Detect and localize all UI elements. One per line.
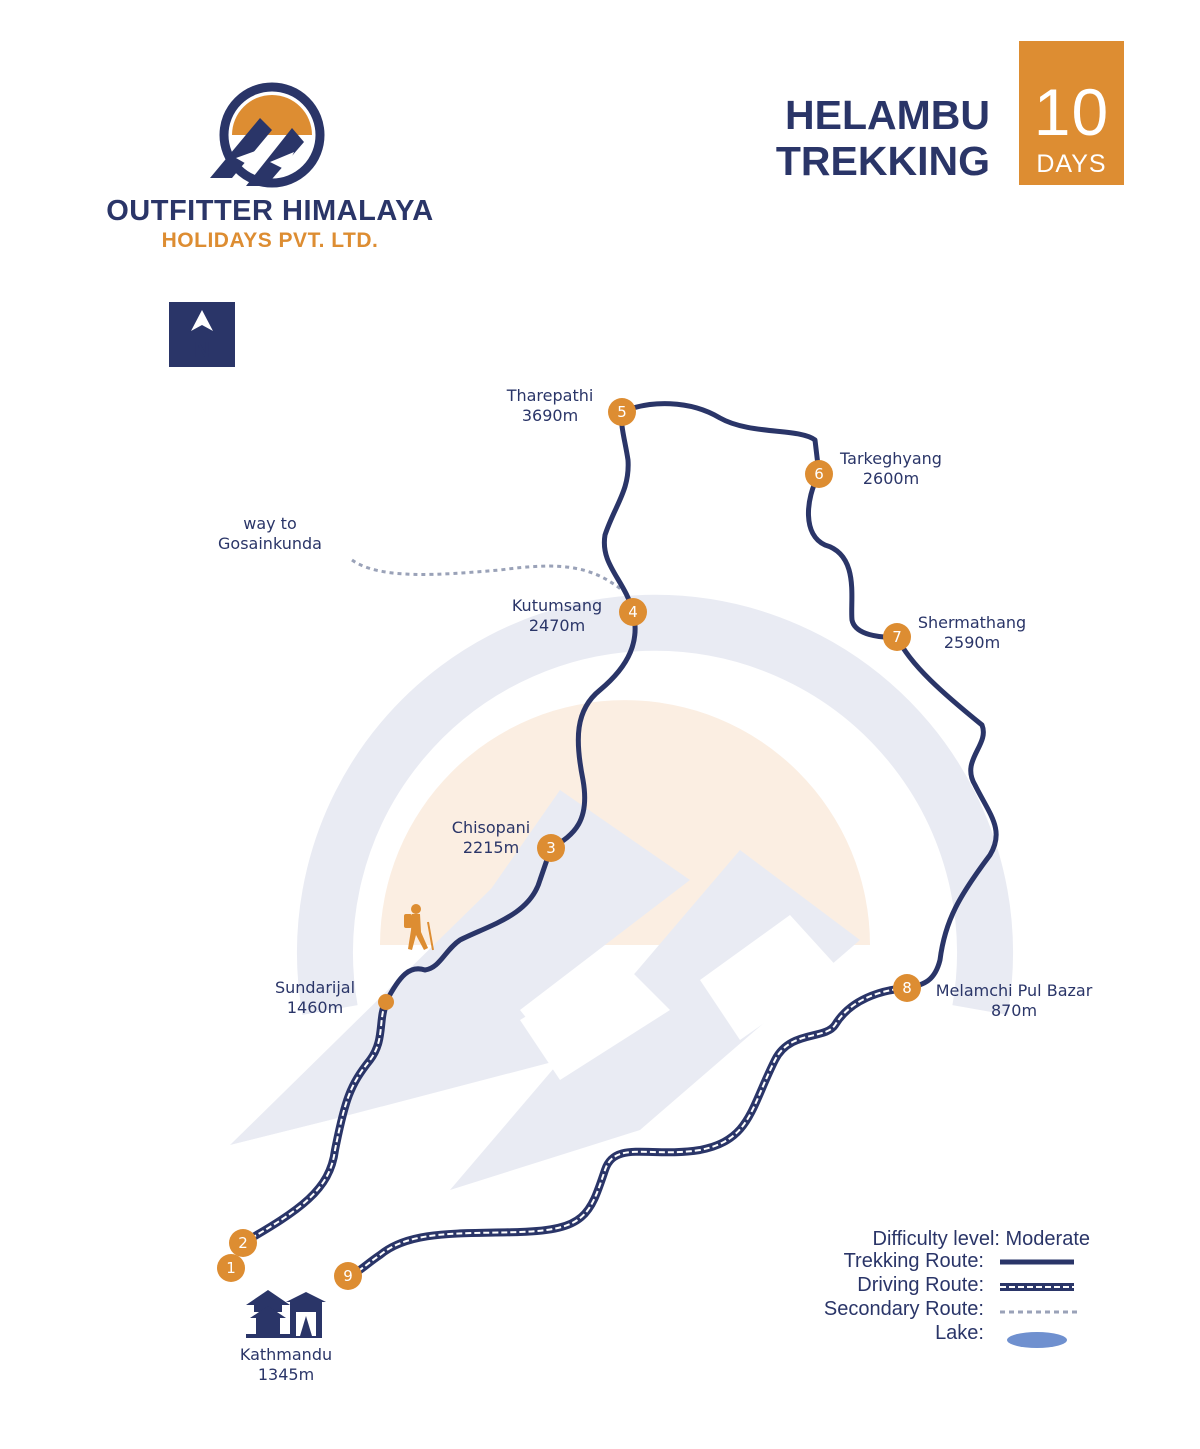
driving-route-melamchi [346,984,908,1280]
stop-markers: 12 3 4 5 6 7 8 9 [217,398,921,1290]
legend-trekking-label: Trekking Route: [843,1250,984,1272]
stop-circle-3 [537,834,565,862]
label-tarkeghyang: Tarkeghyang 2600m [830,449,952,489]
label-sundarijal: Sundarijal 1460m [255,978,375,1018]
secondary-route-gosainkunda [351,558,623,592]
label-tarkeghyang-name: Tarkeghyang [840,449,942,468]
label-chisopani: Chisopani 2215m [430,818,552,858]
stop-marker-3: 3 [537,834,565,862]
stop-circle-9 [334,1262,362,1290]
label-kathmandu: Kathmandu 1345m [226,1345,346,1385]
legend-driving-label: Driving Route: [857,1274,984,1296]
stop-marker-6: 6 [805,460,833,488]
label-shermathang: Shermathang 2590m [910,613,1034,653]
label-kathmandu-name: Kathmandu [239,1345,333,1364]
stop-marker-4: 4 [619,598,647,626]
north-label: N [194,337,210,362]
watermark-logo [230,594,1013,1190]
stop-circle-7 [883,623,911,651]
driving-route-sundarijal [240,1000,390,1247]
stop-number-3: 3 [546,839,556,857]
legend-lake-label: Lake: [935,1322,984,1344]
stop-marker-9: 9 [334,1262,362,1290]
legend-samples [1000,1259,1080,1348]
label-sundarijal-alt: 1460m [286,998,344,1017]
trek-title: HELAMBU TREKKING [770,92,990,184]
label-melamchi-name: Melamchi Pul Bazar [935,981,1093,1000]
days-badge: 10 DAYS [1019,41,1124,185]
label-kathmandu-alt: 1345m [257,1365,315,1384]
company-subtitle: HOLIDAYS PVT. LTD. [161,229,379,252]
stop-circle-5 [608,398,636,426]
label-shermathang-alt: 2590m [943,633,1001,652]
days-number: 10 [1033,75,1110,149]
sundarijal-node [378,994,394,1010]
stop-circle-2 [229,1229,257,1257]
label-tarkeghyang-alt: 2600m [862,469,920,488]
label-sundarijal-name: Sundarijal [274,978,356,997]
stop-marker-7: 7 [883,623,911,651]
trekking-route [383,401,999,1005]
stop-number-5: 5 [617,403,627,421]
legend-lake-sample [1007,1332,1067,1348]
company-name: OUTFITTER HIMALAYA [106,195,434,227]
company-logo-icon [210,82,325,188]
stop-number-2: 2 [238,1234,248,1252]
stop-circle-8 [893,974,921,1002]
north-arrow-icon [169,302,235,367]
stop-number-9: 9 [343,1267,353,1285]
label-melamchi: Melamchi Pul Bazar 870m [924,981,1104,1021]
stop-marker-2: 2 [229,1229,257,1257]
stop-marker-8: 8 [893,974,921,1002]
label-kutumsang: Kutumsang 2470m [496,596,618,636]
stop-number-7: 7 [892,628,902,646]
label-kutumsang-alt: 2470m [528,616,586,635]
stop-circle-4 [619,598,647,626]
legend-difficulty: Difficulty level: Moderate [872,1228,1091,1250]
label-kutumsang-name: Kutumsang [511,596,603,615]
stop-number-1: 1 [226,1259,236,1277]
trek-title-line2: TREKKING [775,138,990,184]
hiker-icon [404,904,434,951]
label-tharepathi: Tharepathi 3690m [488,386,612,426]
label-tharepathi-alt: 3690m [521,406,579,425]
label-melamchi-alt: 870m [990,1001,1038,1020]
legend-secondary-label: Secondary Route: [823,1298,984,1320]
stop-number-6: 6 [814,465,824,483]
stop-marker-1: 1 [217,1254,245,1282]
label-shermathang-name: Shermathang [917,613,1027,632]
temple-icon [246,1290,326,1338]
stop-number-4: 4 [628,603,638,621]
label-gosainkunda-line1: way to [243,514,297,533]
stop-number-8: 8 [902,979,912,997]
stop-circle-6 [805,460,833,488]
label-gosainkunda-line2: Gosainkunda [218,534,322,553]
trek-title-line1: HELAMBU [785,92,990,138]
label-chisopani-alt: 2215m [462,838,520,857]
label-chisopani-name: Chisopani [451,818,531,837]
stop-marker-5: 5 [608,398,636,426]
days-label: DAYS [1036,150,1107,178]
label-gosainkunda: way to Gosainkunda [210,514,330,554]
stop-circle-1 [217,1254,245,1282]
label-tharepathi-name: Tharepathi [506,386,594,405]
